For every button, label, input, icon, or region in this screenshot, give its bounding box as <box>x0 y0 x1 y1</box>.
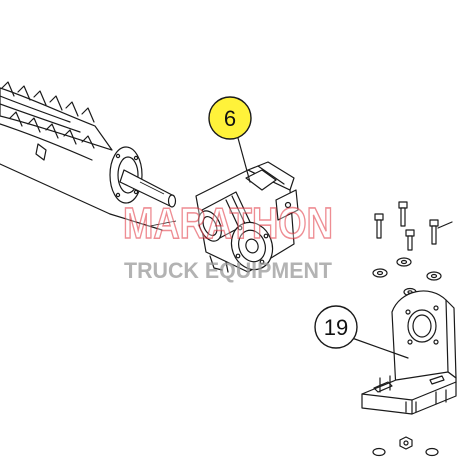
auger-shaft-assembly <box>0 81 177 231</box>
bolt <box>405 229 415 251</box>
hardware <box>372 201 453 457</box>
callout-6: 6 <box>208 96 252 183</box>
nut <box>399 436 413 450</box>
mounting-bracket <box>361 290 457 415</box>
washer <box>426 271 442 281</box>
watermark-brand: MARATHON <box>123 199 333 248</box>
callout-6-bubble <box>208 96 252 140</box>
bolt <box>429 219 453 245</box>
callout-19-bubble <box>314 305 358 349</box>
watermark-tagline: TRUCK EQUIPMENT <box>124 258 333 283</box>
nut <box>425 447 439 457</box>
bolt <box>398 201 408 227</box>
gearbox <box>195 161 299 273</box>
callout-6-label: 6 <box>224 106 236 131</box>
washer <box>372 268 388 278</box>
callout-19-label: 19 <box>324 315 348 340</box>
watermark: MARATHON TRUCK EQUIPMENT <box>122 198 334 283</box>
bolt <box>374 213 384 239</box>
nut <box>372 447 386 457</box>
washer <box>396 257 412 267</box>
callout-19: 19 <box>314 305 409 359</box>
